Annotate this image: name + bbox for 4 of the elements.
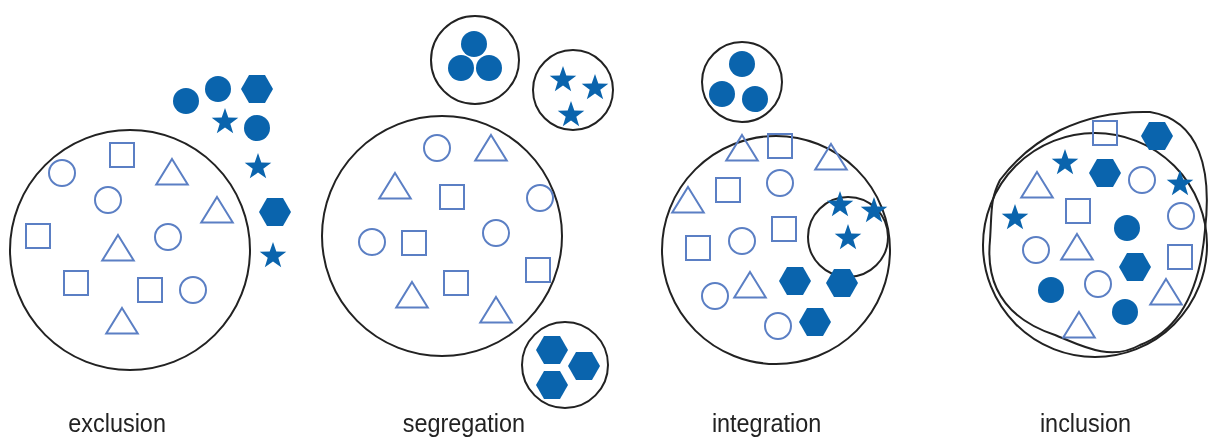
group-label: segregation (402, 408, 526, 439)
group-label: exclusion (68, 408, 166, 439)
group-label: integration (711, 408, 822, 439)
group-label: inclusion (1039, 408, 1131, 439)
